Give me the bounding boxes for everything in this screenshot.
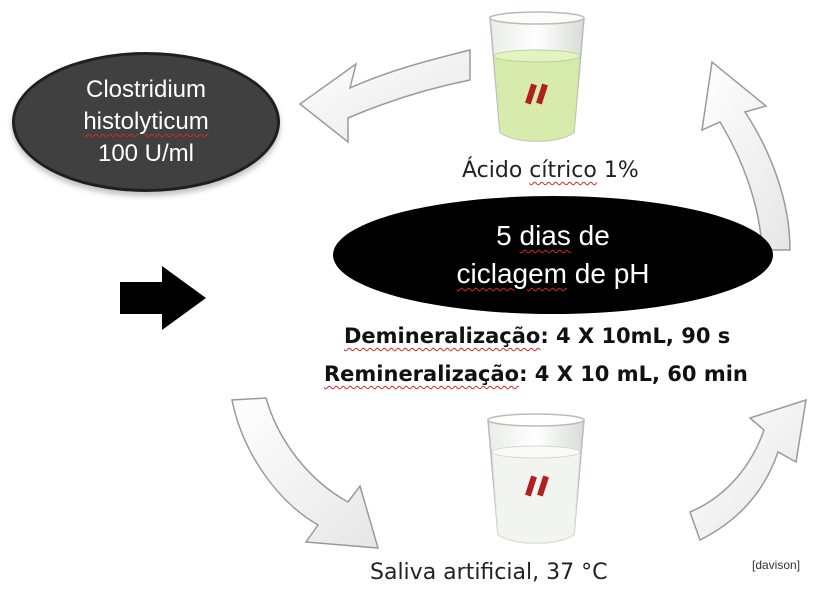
curved-arrow-bottom-right bbox=[689, 398, 807, 542]
enzyme-line-3: 100 U/ml bbox=[97, 140, 195, 167]
saliva-cup-label: Saliva artificial, 37 °C bbox=[370, 560, 608, 585]
enzyme-ellipse: Clostridium histolyticum 100 U/ml bbox=[12, 52, 280, 192]
cycle-line-1-tail: de bbox=[578, 220, 610, 251]
cycle-line-1: 5 dias de bbox=[496, 217, 610, 255]
cycle-line-2: ciclagem de pH bbox=[457, 255, 650, 293]
acid-cup bbox=[489, 11, 585, 142]
cycle-days-word: dias bbox=[519, 220, 571, 251]
saliva-cup bbox=[487, 413, 585, 544]
acid-label-tail: 1% bbox=[603, 158, 639, 183]
remineralization-word: Remineralização bbox=[324, 362, 520, 386]
acid-cup-label: Ácido cítrico 1% bbox=[462, 158, 639, 183]
acid-label-word: Ácido bbox=[462, 158, 523, 183]
cycle-days-number: 5 bbox=[496, 220, 512, 251]
curved-arrow-top-left bbox=[298, 49, 471, 144]
black-right-arrow bbox=[120, 266, 206, 330]
acid-label-word-2: cítrico bbox=[529, 158, 597, 183]
cycle-ellipse: 5 dias de ciclagem de pH bbox=[333, 196, 773, 314]
demineralization-word: Demineralização bbox=[344, 324, 541, 348]
demineralization-value: : 4 X 10mL, 90 s bbox=[540, 324, 731, 348]
remineralization-value: : 4 X 10 mL, 60 min bbox=[519, 362, 748, 386]
remineralization-line: Remineralização: 4 X 10 mL, 60 min bbox=[324, 362, 748, 386]
enzyme-line-1: Clostridium bbox=[85, 76, 207, 103]
cycle-line-2-tail: de pH bbox=[574, 258, 650, 289]
tooth-specimen-top bbox=[525, 83, 548, 105]
demineralization-line: Demineralização: 4 X 10mL, 90 s bbox=[344, 324, 730, 348]
tooth-specimen-bottom bbox=[525, 475, 549, 497]
image-credit: [davison] bbox=[752, 558, 801, 572]
cycle-cycling-word: ciclagem bbox=[456, 258, 567, 289]
enzyme-line-2: histolyticum bbox=[83, 108, 209, 135]
curved-arrow-bottom-left bbox=[231, 397, 380, 549]
curved-arrow-top-right bbox=[701, 60, 791, 251]
